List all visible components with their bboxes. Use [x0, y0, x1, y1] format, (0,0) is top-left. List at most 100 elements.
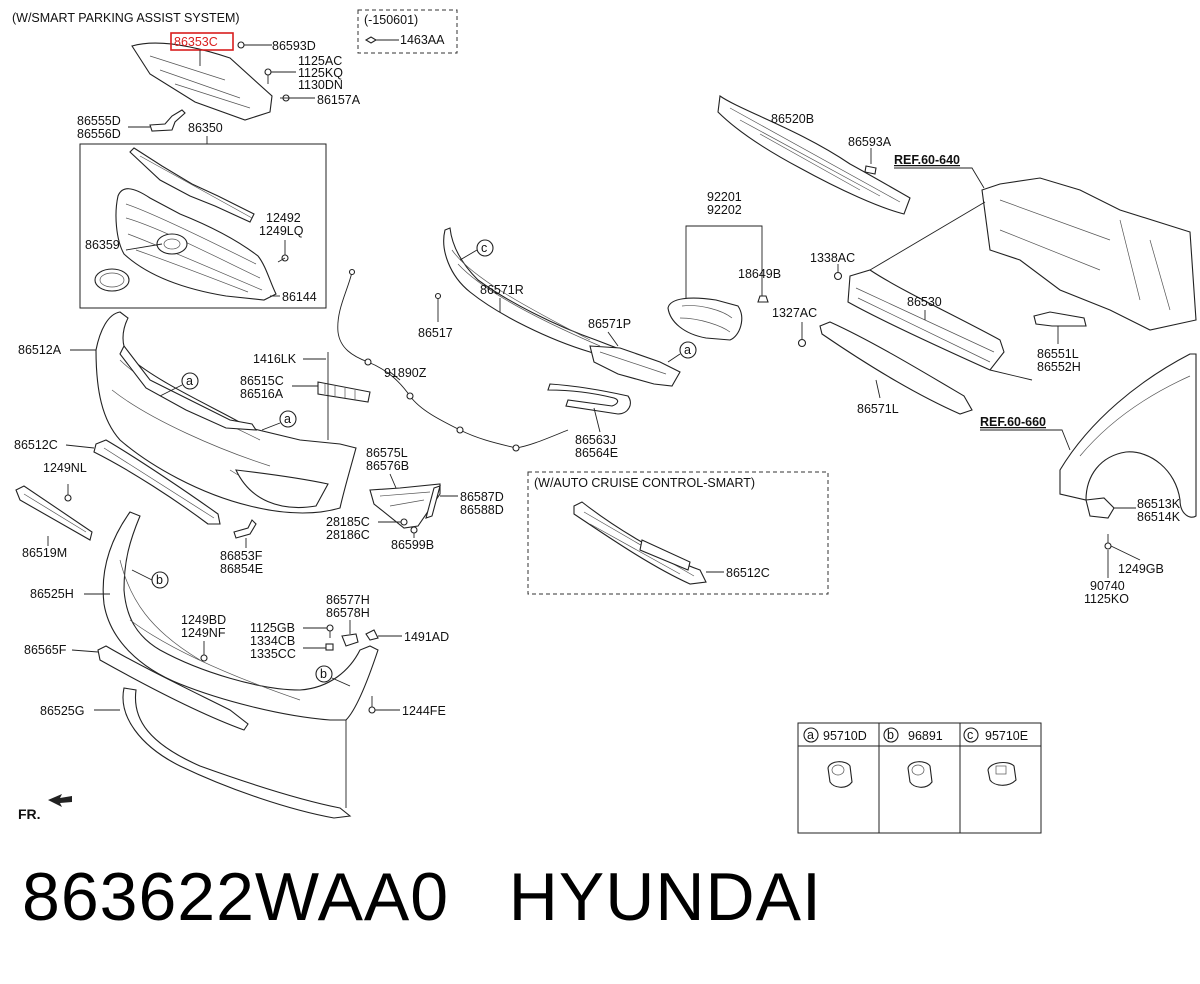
- label-92202: 92202: [707, 203, 742, 217]
- stiffener-86571l: [819, 321, 973, 415]
- bolt-1125gb-icon: [326, 624, 334, 638]
- svg-text:a: a: [807, 728, 814, 742]
- ref-60-660: REF.60-660: [980, 415, 1046, 429]
- radiator-grille: [115, 188, 277, 301]
- bolt-1463aa-icon: [364, 36, 399, 44]
- label-12492: 12492: [266, 211, 301, 225]
- svg-text:b: b: [320, 667, 327, 681]
- fog-lamp-bezel: [589, 345, 681, 387]
- sensor-95710e-icon: [987, 761, 1017, 786]
- auto-cruise-box: [527, 471, 829, 595]
- label-1244fe: 1244FE: [402, 704, 446, 718]
- lower-bumper-86525h: [102, 511, 379, 721]
- label-1249nf: 1249NF: [181, 626, 226, 640]
- bolt-1338ac-icon: [833, 271, 843, 281]
- label-86520b: 86520B: [771, 112, 814, 126]
- label-1491ad: 1491AD: [404, 630, 449, 644]
- label-86157a: 86157A: [317, 93, 361, 107]
- highlight-box-86353c: [170, 32, 234, 51]
- label-86353c: 86353C: [174, 35, 218, 49]
- nut-1334cb-icon: [325, 643, 334, 651]
- auto-cruise-header: (W/AUTO CRUISE CONTROL-SMART): [534, 476, 755, 490]
- clip-86853f: [233, 519, 257, 539]
- screw-12492-icon: [277, 254, 289, 263]
- svg-text:c: c: [967, 728, 973, 742]
- front-label: FR.: [18, 806, 41, 822]
- label-86530: 86530: [907, 295, 942, 309]
- screw-1249gb-icon: [1104, 534, 1112, 550]
- legend-cell-a: a 95710D: [803, 727, 867, 788]
- skid-plate-86525g: [122, 687, 352, 819]
- screw-1244fe-icon: [368, 696, 376, 714]
- lower-grille-86512c-acc: [573, 501, 707, 585]
- bracket-86555d: [149, 109, 186, 132]
- label-1249bd: 1249BD: [181, 613, 226, 627]
- fog-lamp-92201: [667, 297, 743, 341]
- bracket-86513k: [1085, 497, 1115, 519]
- label-86519m: 86519M: [22, 546, 67, 560]
- lower-grille-86512c: [93, 439, 221, 525]
- label-28186c: 28186C: [326, 528, 370, 542]
- label-1327ac: 1327AC: [772, 306, 817, 320]
- svg-text:a: a: [684, 343, 691, 357]
- callout-c-1: c: [476, 239, 494, 257]
- label-86516a: 86516A: [240, 387, 284, 401]
- screw-1249bd-icon: [200, 641, 208, 662]
- callout-a-3: a: [679, 341, 697, 359]
- bolt-86157a-icon: [280, 94, 290, 102]
- footer-caption: 863622WAA0 HYUNDAI: [22, 858, 822, 936]
- label-1249lq: 1249LQ: [259, 224, 304, 238]
- screw-1249nl-icon: [64, 484, 72, 502]
- callout-a-1: a: [181, 372, 199, 390]
- label-1416lk: 1416LK: [253, 352, 297, 366]
- label-86587d: 86587D: [460, 490, 504, 504]
- bracket-86353c: [131, 42, 273, 121]
- label-1338ac: 1338AC: [810, 251, 855, 265]
- label-86853f: 86853F: [220, 549, 263, 563]
- license-bracket-86519m: [15, 485, 93, 541]
- label-1125ko: 1125KO: [1084, 592, 1129, 606]
- bracket-86587d-icon: [425, 485, 441, 519]
- lower-moulding-86565f: [97, 645, 249, 731]
- sensor-95710d-icon: [827, 761, 853, 788]
- label-86515c: 86515C: [240, 374, 284, 388]
- label-86571l: 86571L: [857, 402, 899, 416]
- legend-cell-b: b 96891: [883, 727, 943, 788]
- callout-b-2: b: [315, 665, 333, 683]
- svg-text:95710E: 95710E: [985, 729, 1028, 743]
- label-86517: 86517: [418, 326, 453, 340]
- label-86599b: 86599B: [391, 538, 434, 552]
- label-86513k: 86513K: [1137, 497, 1181, 511]
- label-86593d: 86593D: [272, 39, 316, 53]
- label-86577h: 86577H: [326, 593, 370, 607]
- hyundai-emblem-icon: [94, 268, 130, 292]
- label-18649b: 18649B: [738, 267, 781, 281]
- label-86555d: 86555D: [77, 114, 121, 128]
- clip-86517-icon: [434, 292, 442, 322]
- label-86563j: 86563J: [575, 433, 616, 447]
- label-86575l: 86575L: [366, 446, 408, 460]
- energy-absorber-86520b: [717, 95, 911, 215]
- clip-1491ad-icon: [365, 629, 379, 641]
- label-1463aa: 1463AA: [400, 33, 445, 47]
- fender-ref-660: [1059, 353, 1197, 518]
- label-1125gb: 1125GB: [250, 621, 295, 635]
- svg-text:c: c: [481, 241, 487, 255]
- legend-cell-c: c 95710E: [963, 727, 1028, 786]
- sensor-96891-icon: [907, 761, 933, 788]
- label-86144: 86144: [282, 290, 317, 304]
- svg-text:b: b: [887, 728, 894, 742]
- grille-assembly-box: [79, 143, 327, 309]
- bracket-86551l: [1033, 311, 1087, 327]
- label-86565f: 86565F: [24, 643, 67, 657]
- label-86525g: 86525G: [40, 704, 84, 718]
- label-28185c: 28185C: [326, 515, 370, 529]
- front-direction-arrow-icon: [48, 794, 72, 807]
- label-86552h: 86552H: [1037, 360, 1081, 374]
- label-1125kq: 1125KQ: [298, 66, 343, 80]
- label-86512a: 86512A: [18, 343, 62, 357]
- label-91890z: 91890Z: [384, 366, 427, 380]
- label-92201: 92201: [707, 190, 742, 204]
- label-86571p: 86571P: [588, 317, 631, 331]
